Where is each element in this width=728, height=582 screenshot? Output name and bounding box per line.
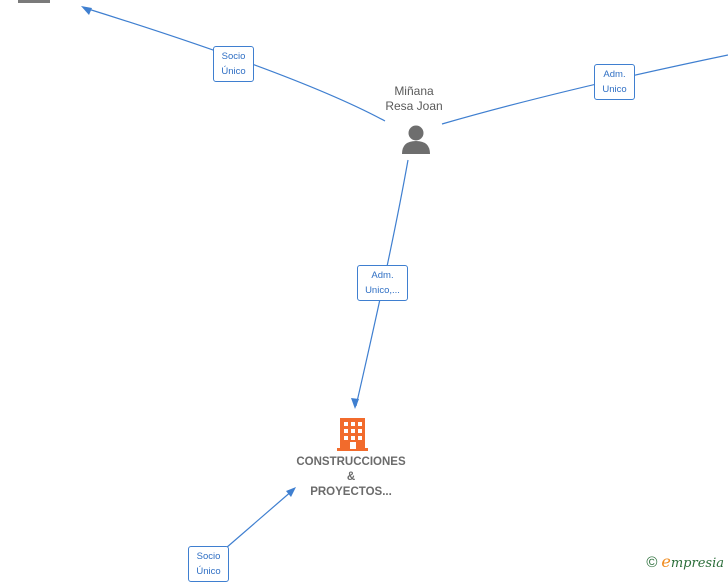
edge-label-adm-unico-right[interactable]: Adm. Unico [594, 64, 635, 100]
edge-bottom-left-to-company [225, 489, 294, 549]
edge-label-line: Socio [196, 551, 221, 562]
edge-person-to-top-left [84, 7, 386, 122]
edge-label-line: Único [221, 66, 246, 77]
company-name-line: PROYECTOS... [310, 486, 392, 498]
arrowhead-top-left [81, 6, 92, 15]
edge-label-line: Socio [221, 51, 246, 62]
company-name-line: CONSTRUCCIONES [296, 456, 406, 468]
person-name-line: Resa Joan [385, 99, 443, 113]
person-node-label[interactable]: Miñana Resa Joan [364, 84, 464, 114]
person-name-line: Miñana [394, 84, 434, 98]
edge-label-line: Unico,... [365, 285, 400, 296]
company-node-label[interactable]: CONSTRUCCIONES & PROYECTOS... [276, 455, 426, 500]
edge-label-socio-unico-top[interactable]: Socio Único [213, 46, 254, 82]
logo-initial: e [661, 552, 671, 571]
edge-label-line: Único [196, 566, 221, 577]
edge-label-line: Adm. [603, 69, 626, 80]
building-icon[interactable] [337, 418, 368, 451]
offscreen-node-top-left[interactable] [18, 0, 50, 3]
company-name-line: & [346, 471, 356, 483]
copyright-symbol: © [646, 554, 658, 571]
edge-label-socio-unico-bottom[interactable]: Socio Único [188, 546, 229, 582]
arrowhead-company-top [351, 398, 359, 409]
edge-label-line: Unico [602, 84, 627, 95]
empresia-logo: ©empresia [646, 552, 724, 571]
edge-label-line: Adm. [371, 270, 394, 281]
edge-person-to-top-right [441, 54, 728, 125]
person-icon[interactable] [402, 125, 430, 155]
logo-wordmark: mpresia [670, 556, 724, 571]
edge-label-adm-unico-center[interactable]: Adm. Unico,... [357, 265, 408, 301]
arrowhead-company-left [286, 487, 296, 497]
